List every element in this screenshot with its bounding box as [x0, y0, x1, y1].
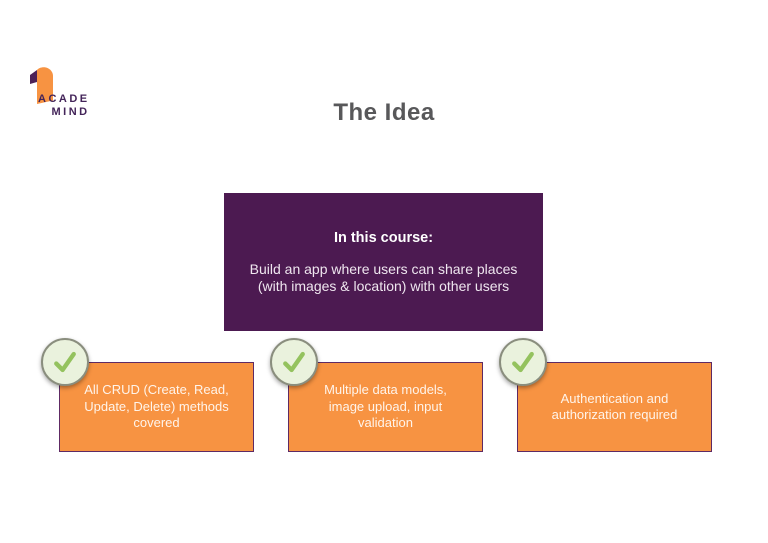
logo-wordmark-top: ACADE: [38, 93, 90, 105]
feature-box-auth: Authentication and authorization require…: [499, 338, 712, 452]
course-box-body: Build an app where users can share place…: [249, 260, 518, 294]
checkmark-icon: [41, 338, 89, 386]
logo-ribbon-icon: [30, 67, 53, 104]
logo-wordmark: ACADE MIND: [38, 93, 90, 119]
feature-text: Authentication and authorization require…: [551, 390, 678, 423]
page-title: The Idea: [333, 99, 435, 126]
feature-box-data-models: Multiple data models, image upload, inpu…: [270, 338, 483, 452]
checkmark-icon: [499, 338, 547, 386]
academind-logo: ACADE MIND: [30, 67, 110, 125]
course-overview-box: In this course: Build an app where users…: [224, 193, 543, 331]
feature-text: All CRUD (Create, Read, Update, Delete) …: [84, 382, 229, 431]
feature-text: Multiple data models, image upload, inpu…: [324, 382, 447, 431]
checkmark-icon: [270, 338, 318, 386]
course-box-heading: In this course:: [333, 229, 434, 246]
logo-wordmark-bottom: MIND: [51, 106, 90, 118]
feature-box-crud: All CRUD (Create, Read, Update, Delete) …: [41, 338, 254, 452]
